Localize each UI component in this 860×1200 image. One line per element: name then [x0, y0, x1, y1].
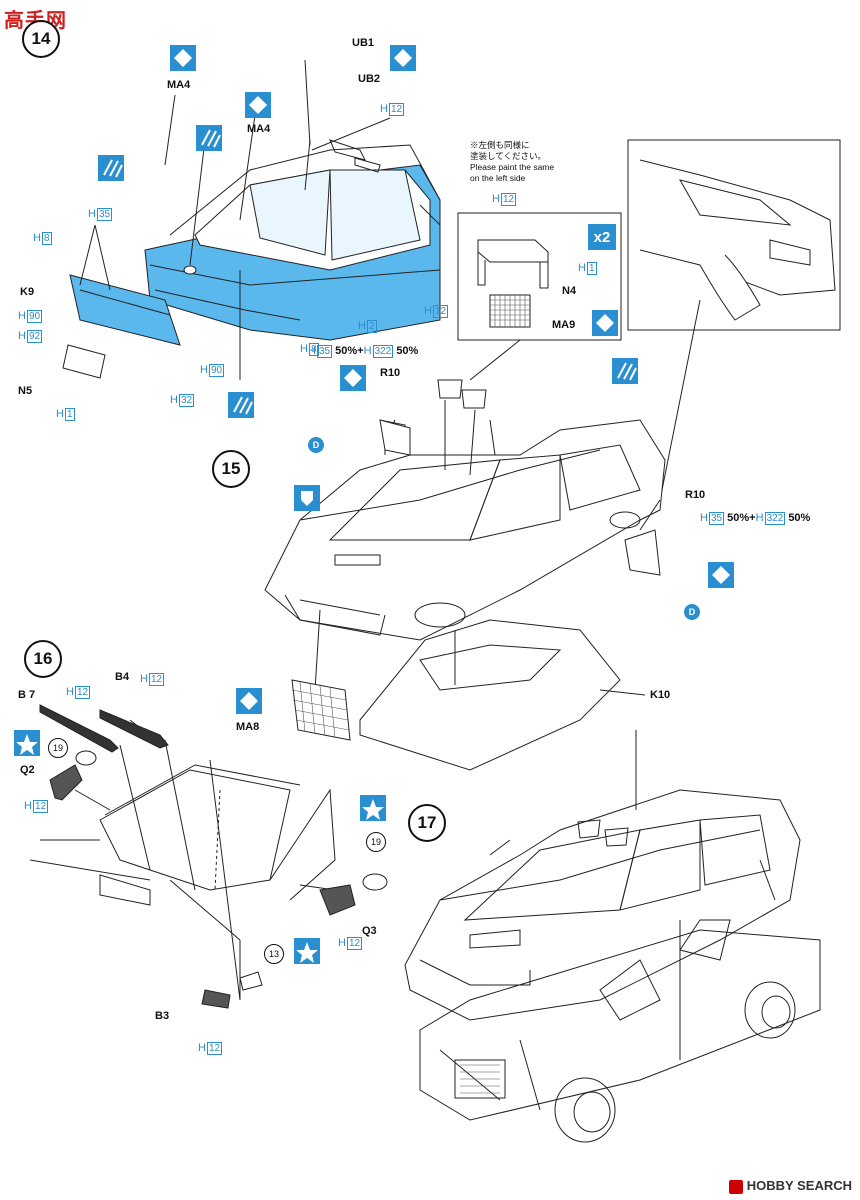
- quantity-badge: x2: [588, 224, 616, 250]
- rear-quarter-detail: [639, 159, 836, 321]
- q3-mirror: [319, 873, 388, 916]
- part-label-b4: B4: [115, 671, 130, 683]
- diamond-icon: [170, 45, 196, 71]
- part-label-q3: Q3: [362, 925, 377, 937]
- note-en-1: Please paint the same: [470, 162, 555, 172]
- part-label-k10: K10: [650, 689, 671, 701]
- hobby-search-mark-icon: [728, 1180, 743, 1194]
- note-jp-1: ※左側も同様に: [470, 140, 530, 150]
- part-label-b7: B 7: [18, 689, 36, 701]
- step-15-marker: 15: [212, 450, 250, 488]
- note-jp-2: 塗装してください。: [470, 151, 546, 161]
- star-icon: [360, 795, 386, 821]
- part-label-ma4-left: MA4: [167, 79, 191, 91]
- part-label-b3: B3: [155, 1010, 170, 1022]
- diamond-icon: [340, 365, 366, 391]
- pin-icon: [294, 485, 320, 511]
- part-label-r10-right: R10: [685, 489, 706, 501]
- diamond-icon: [592, 310, 618, 336]
- decal-icon: [612, 358, 638, 384]
- q2-mirror: [49, 750, 97, 801]
- part-label-ma4-right: MA4: [247, 123, 271, 135]
- star-icons: [14, 730, 386, 964]
- part-label-q2: Q2: [20, 764, 35, 776]
- step17-car: [404, 730, 821, 1143]
- step15-body: [264, 379, 666, 691]
- ma8-mesh: [291, 679, 351, 741]
- part-label-ub1: UB1: [352, 37, 375, 49]
- part-label-r10-left: R10: [380, 367, 401, 379]
- diamond-icon: [245, 92, 271, 118]
- decal-number-13: 13: [264, 944, 284, 964]
- diamond-icons: [170, 45, 734, 714]
- step-14-marker: 14: [22, 20, 60, 58]
- d-marker-icon: D: [308, 437, 324, 453]
- decal-icon: [228, 392, 254, 418]
- k10-roof-panel: [359, 619, 646, 771]
- diamond-icon: [708, 562, 734, 588]
- hobby-search-logo: HOBBY SEARCH: [728, 1178, 852, 1194]
- part-label-ma8: MA8: [236, 721, 260, 733]
- b7-wiper: [39, 704, 119, 753]
- part-label-n4: N4: [562, 285, 577, 297]
- star-icon: [294, 938, 320, 964]
- decal-icon: [196, 125, 222, 151]
- part-label-n5: N5: [18, 385, 33, 397]
- part-label-ub2: UB2: [358, 73, 381, 85]
- diamond-icon: [236, 688, 262, 714]
- part-label-ma9: MA9: [552, 319, 576, 331]
- d-marker-icon: D: [684, 604, 700, 620]
- decal-number-19: 19: [366, 832, 386, 852]
- decal-icons: [98, 125, 638, 418]
- note-en-2: on the left side: [470, 173, 526, 183]
- part-label-k9: K9: [20, 286, 35, 298]
- b3-rearview-mirror: [201, 971, 263, 1009]
- b4-wiper: [99, 709, 169, 749]
- step14-body: [62, 59, 441, 380]
- left-side-note: ※左側も同様に 塗装してください。 Please paint the same …: [470, 140, 554, 184]
- step16-windshield: [29, 719, 336, 1001]
- hobby-search-text: HOBBY SEARCH: [746, 1178, 852, 1194]
- decal-icon: [98, 155, 124, 181]
- step-17-marker: 17: [408, 804, 446, 842]
- star-icon: [14, 730, 40, 756]
- ma9-mesh: [489, 294, 531, 328]
- step-16-marker: 16: [24, 640, 62, 678]
- decal-number-19: 19: [48, 738, 68, 758]
- diamond-icon: [390, 45, 416, 71]
- n4-part: [477, 239, 549, 289]
